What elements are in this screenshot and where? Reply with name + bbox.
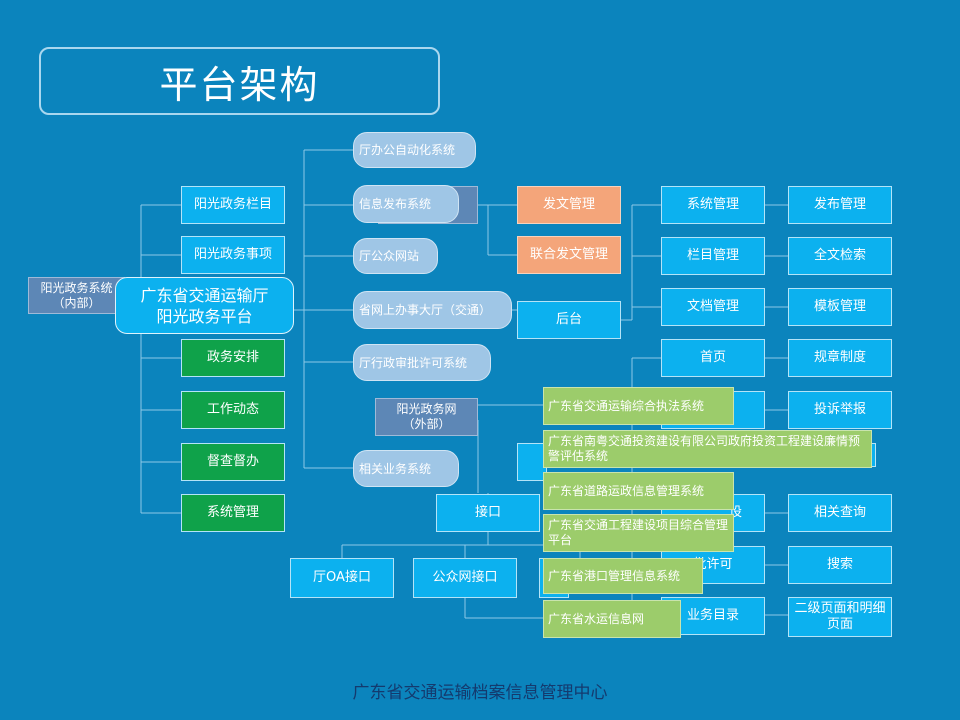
joint-publish-mgmt-node: 联合发文管理 [517,236,621,274]
left-node-1: 阳光政务栏目 [181,186,285,224]
right2-node-regulations: 规章制度 [788,339,892,377]
footer-organization: 广东省交通运输档案信息管理中心 [352,683,608,703]
left-node-2: 阳光政务事项 [181,236,285,274]
right2-node-publish-mgmt: 发布管理 [788,186,892,224]
publish-mgmt-node: 发文管理 [517,186,621,224]
right1-node-column-mgmt: 栏目管理 [661,237,765,275]
external-system-label-6: 广东省水运信息网 [543,600,681,638]
public-interface-node: 公众网接口 [413,558,517,598]
oa-interface-node: 厅OA接口 [290,558,394,598]
middle-node-oa: 厅办公自动化系统 [353,132,476,168]
middle-node-portal: 厅公众网站 [353,238,438,274]
left-node-6: 系统管理 [181,494,285,532]
left-node-3: 政务安排 [181,339,285,377]
external-system-label-3: 广东省道路运政信息管理系统 [543,472,734,510]
right2-node-search: 搜索 [788,546,892,584]
center-platform-node: 广东省交通运输厅 阳光政务平台 [115,277,294,334]
right2-node-fulltext-search: 全文检索 [788,237,892,275]
right1-node-home: 首页 [661,339,765,377]
right2-node-complaints: 投诉举报 [788,391,892,429]
middle-node-online-hall: 省网上办事大厅（交通） [353,291,512,329]
external-network-node: 阳光政务网 （外部） [375,398,478,436]
right1-node-system-mgmt: 系统管理 [661,186,765,224]
left-node-4: 工作动态 [181,391,285,429]
external-system-label-1: 广东省交通运输综合执法系统 [543,387,734,425]
right1-node-doc-mgmt: 文档管理 [661,288,765,326]
page-title: 平台架构 [39,47,440,115]
interface-node: 接口 [436,494,540,532]
external-system-label-2: 广东省南粤交通投资建设有限公司政府投资工程建设廉情预警评估系统 [543,430,872,468]
external-system-label-4: 广东省交通工程建设项目综合管理平台 [543,514,734,552]
backend-node: 后台 [517,301,621,339]
internal-system-node: 阳光政务系统 （内部） [28,277,125,314]
right2-node-related-query: 相关查询 [788,494,892,532]
middle-node-related: 相关业务系统 [353,450,459,487]
middle-node-approval: 厅行政审批许可系统 [353,344,491,381]
right2-node-detail-pages: 二级页面和明细页面 [788,597,892,637]
left-node-5: 督查督办 [181,443,285,481]
external-system-label-5: 广东省港口管理信息系统 [543,558,703,594]
middle-node-publish: 信息发布系统 [353,185,459,223]
right2-node-template-mgmt: 模板管理 [788,288,892,326]
